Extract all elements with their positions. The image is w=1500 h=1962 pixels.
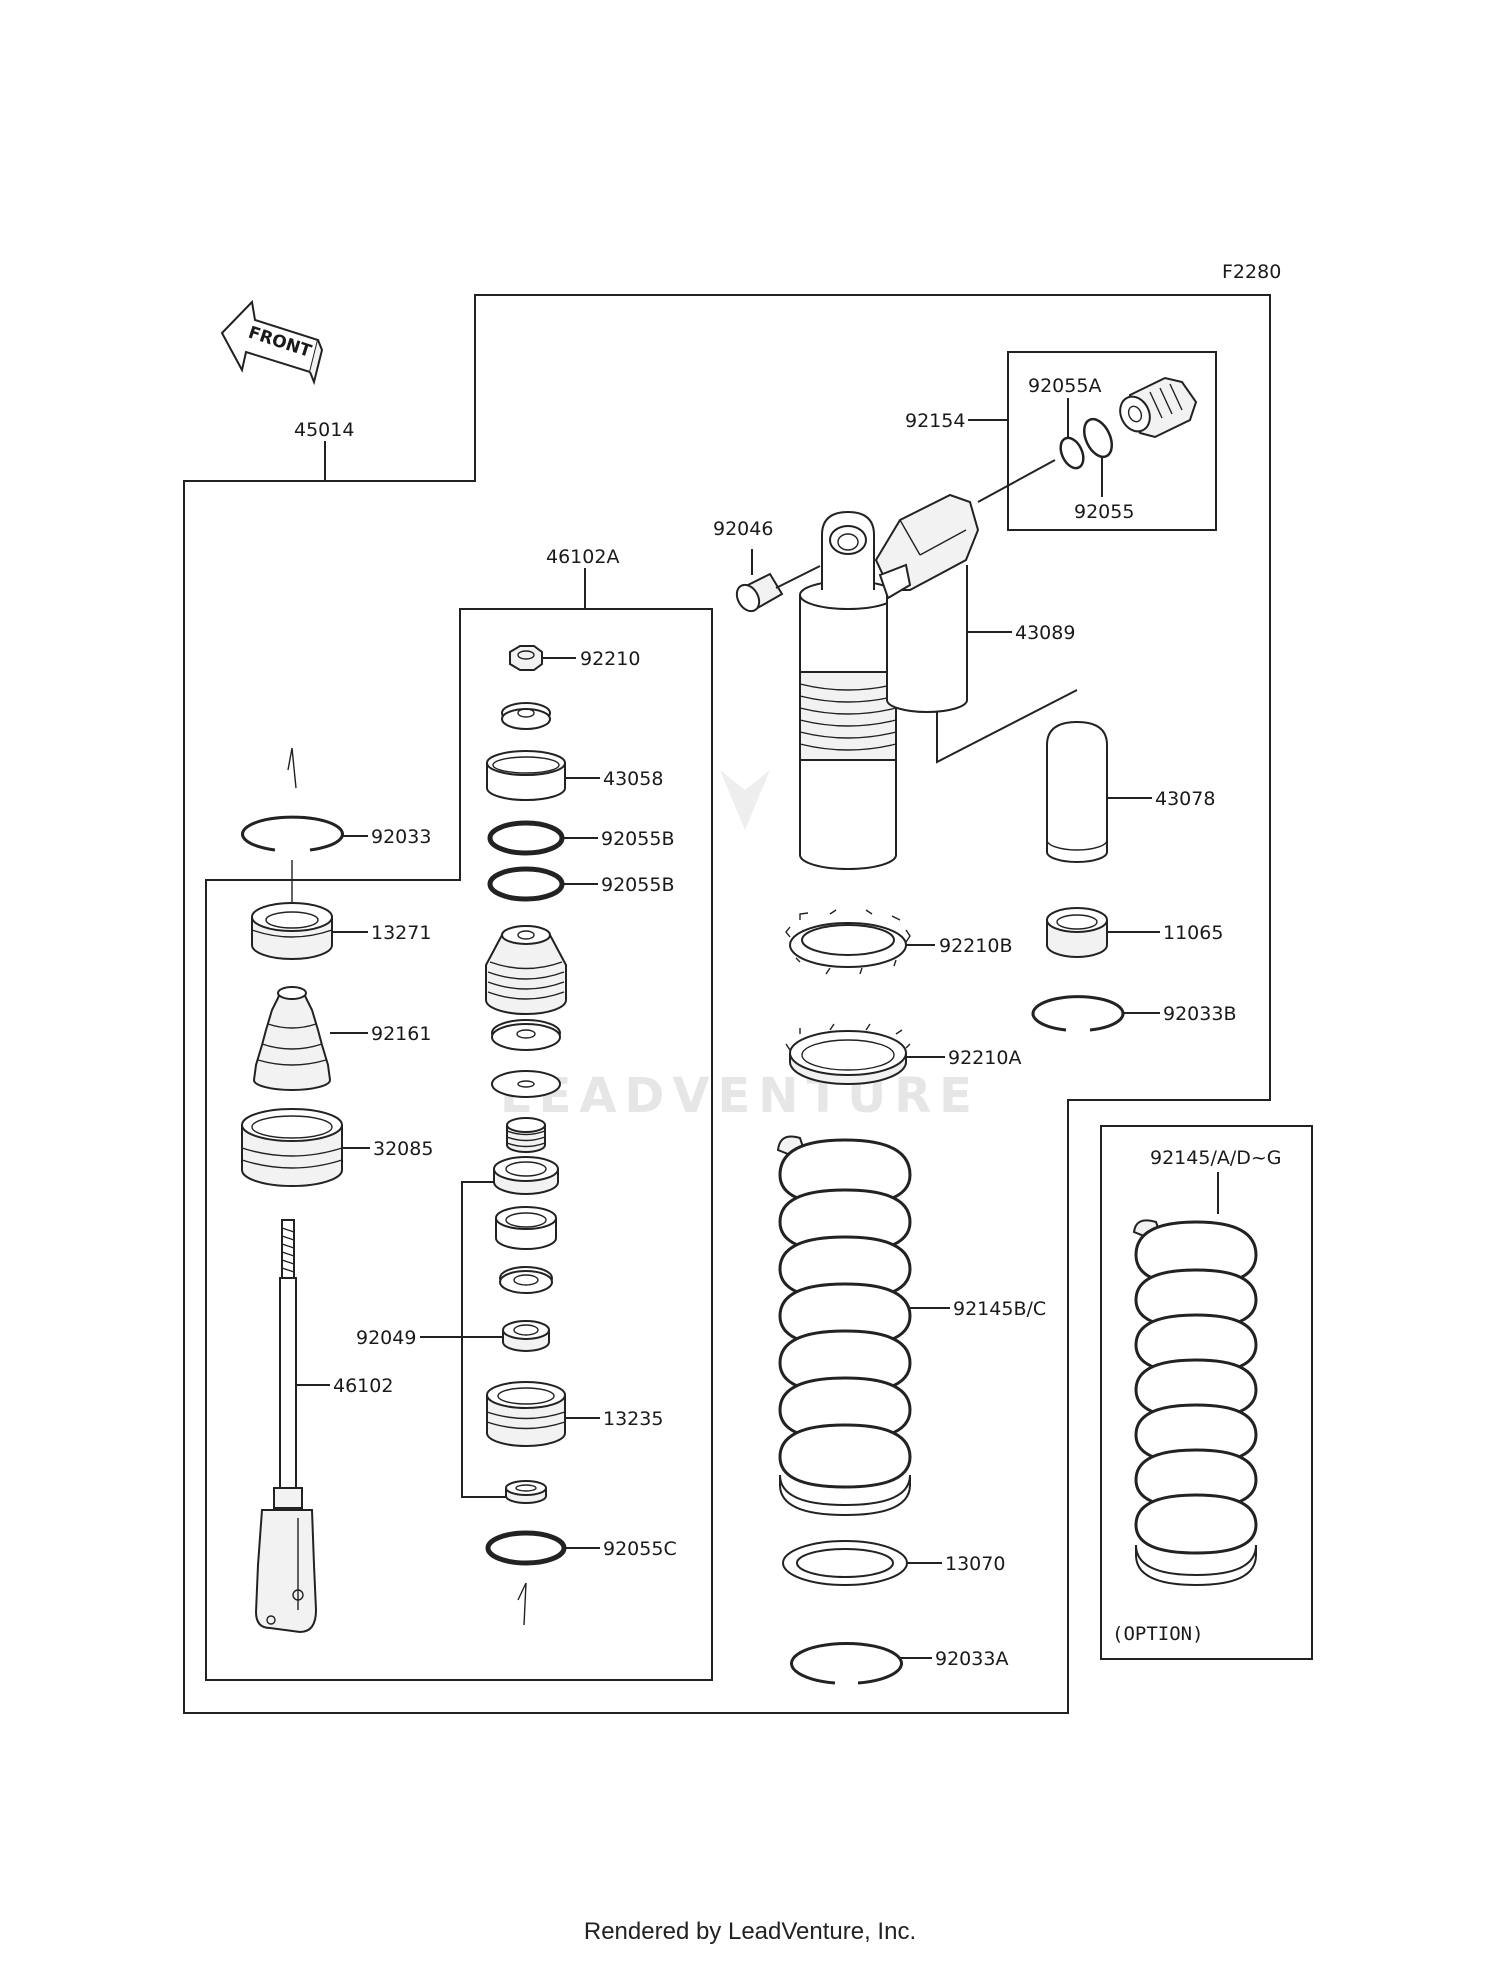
label-92033B: 92033B	[1163, 1003, 1236, 1025]
part-ring	[495, 1206, 557, 1250]
label-92033A: 92033A	[935, 1648, 1008, 1670]
label-11065: 11065	[1163, 922, 1223, 944]
label-46102: 46102	[333, 1375, 393, 1397]
part-92055A	[1059, 436, 1085, 470]
label-43089: 43089	[1015, 622, 1075, 644]
part-13235	[486, 1381, 566, 1447]
label-92055C: 92055C	[603, 1538, 677, 1560]
label-92055B-1: 92055B	[601, 828, 674, 850]
part-piston-head	[485, 925, 567, 1015]
part-shim-2	[491, 1070, 561, 1098]
part-32085	[241, 1108, 343, 1187]
part-92161	[252, 986, 332, 1091]
part-92210A	[785, 1023, 911, 1085]
label-32085: 32085	[373, 1138, 433, 1160]
part-46102	[254, 1219, 318, 1634]
part-92033A	[790, 1641, 903, 1685]
label-13271: 13271	[371, 922, 431, 944]
label-45014: 45014	[294, 419, 354, 441]
part-11065	[1046, 907, 1108, 958]
part-92055C	[485, 1530, 567, 1566]
label-13070: 13070	[945, 1553, 1005, 1575]
part-92046	[735, 572, 784, 613]
label-92055B-2: 92055B	[601, 874, 674, 896]
watermark: LEADVENTURE	[500, 770, 980, 1124]
footer-credit: Rendered by LeadVenture, Inc.	[583, 1918, 917, 1945]
part-collar	[493, 1156, 559, 1195]
outline-45014	[183, 294, 1271, 1714]
direction-mark-bottom	[517, 1582, 527, 1626]
label-46102A: 46102A	[546, 546, 619, 568]
part-43089	[799, 493, 980, 870]
label-43058: 43058	[603, 768, 663, 790]
box-option	[1100, 1125, 1313, 1660]
part-92055B-2	[487, 866, 565, 902]
part-92210B	[785, 909, 911, 975]
label-92046: 92046	[713, 518, 773, 540]
part-92055B-1	[487, 820, 565, 856]
label-92055: 92055	[1074, 501, 1134, 523]
part-43078	[1046, 720, 1108, 863]
direction-mark-top	[287, 747, 297, 789]
part-92145BC-spring	[776, 1135, 912, 1517]
part-washer-top	[501, 702, 551, 730]
part-13070	[782, 1540, 908, 1586]
part-shim-1	[491, 1019, 561, 1051]
part-13271	[251, 902, 333, 960]
label-13235: 13235	[603, 1408, 663, 1430]
part-92033	[241, 815, 344, 852]
part-washer-mid	[499, 1266, 553, 1294]
label-43078: 43078	[1155, 788, 1215, 810]
part-small-seal	[505, 1480, 547, 1504]
box-92154	[1007, 351, 1217, 531]
watermark-text: LEADVENTURE	[500, 1068, 980, 1124]
outline-46102A	[205, 608, 713, 1681]
part-92033B	[1031, 995, 1125, 1032]
label-92145BC: 92145B/C	[953, 1298, 1046, 1320]
part-43058	[486, 750, 566, 801]
part-92055	[1082, 417, 1114, 459]
figure-code: F2280	[1222, 261, 1281, 283]
label-92055A: 92055A	[1028, 375, 1101, 397]
label-option: (OPTION)	[1112, 1623, 1204, 1645]
label-92210A: 92210A	[948, 1047, 1021, 1069]
part-92049	[502, 1320, 550, 1352]
label-92145ADG: 92145/A/D~G	[1150, 1147, 1282, 1169]
part-92154-valve	[1119, 376, 1198, 439]
label-92210B: 92210B	[939, 935, 1012, 957]
label-92049: 92049	[356, 1327, 416, 1349]
label-92161: 92161	[371, 1023, 431, 1045]
label-92154: 92154	[905, 410, 965, 432]
part-92210	[509, 645, 543, 671]
part-small-spring	[506, 1117, 546, 1153]
label-92210: 92210	[580, 648, 640, 670]
part-92145ADG-spring	[1132, 1219, 1258, 1587]
front-arrow-icon: FRONT	[220, 299, 324, 386]
label-92033: 92033	[371, 826, 431, 848]
